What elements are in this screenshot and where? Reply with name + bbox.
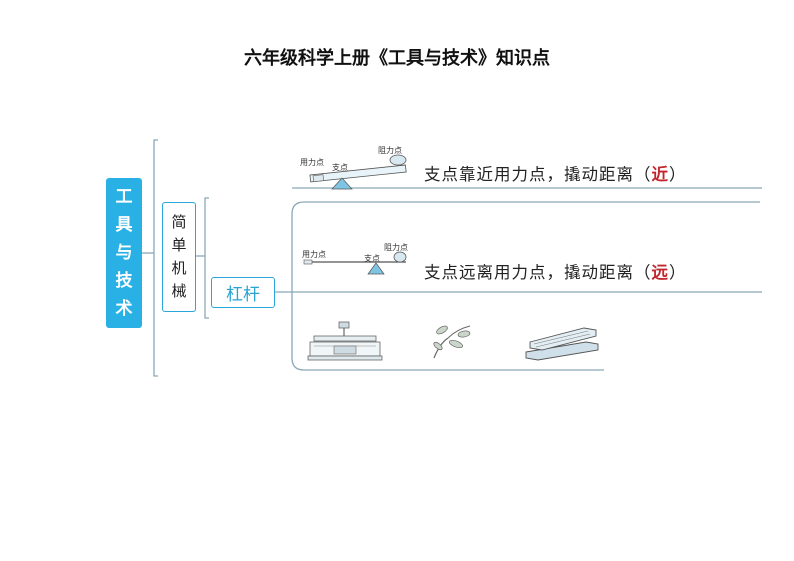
effort-point-label: 用力点 xyxy=(300,157,324,167)
root-char: 术 xyxy=(115,299,133,319)
fulcrum-label: 支点 xyxy=(364,253,380,263)
lever-rule-far: 支点远离用力点，撬动距离（远） xyxy=(424,259,687,283)
lever-rule-near: 支点靠近用力点，撬动距离（近） xyxy=(424,161,687,185)
lever-diagram-fulcrum-far-effort: 用力点 支点 阻力点 xyxy=(302,242,408,275)
rule-text-before: 支点远离用力点，撬动距离（ xyxy=(424,263,652,282)
fulcrum-label: 支点 xyxy=(332,162,348,172)
lever-diagram-fulcrum-near-effort: 用力点 支点 阻力点 xyxy=(300,145,407,190)
root-char: 技 xyxy=(115,271,133,291)
load-point-label: 阻力点 xyxy=(384,242,408,252)
stapler-icon xyxy=(525,327,599,361)
rule-text-before: 支点靠近用力点，撬动距离（ xyxy=(424,165,652,184)
effort-point-label: 用力点 xyxy=(302,249,326,259)
plant-with-tool-icon xyxy=(433,325,471,359)
branch-node-simple-machines: 简 单 机 械 xyxy=(162,202,196,312)
root-char: 具 xyxy=(115,215,133,235)
page-title: 六年级科学上册《工具与技术》知识点 xyxy=(244,48,550,69)
root-char: 工 xyxy=(115,187,133,207)
rule-text-after: ） xyxy=(669,165,687,184)
load-point-label: 阻力点 xyxy=(378,145,402,155)
leaf-node-lever: 杠杆 xyxy=(211,277,275,308)
branch-char: 单 xyxy=(171,236,187,254)
branch-char: 机 xyxy=(171,259,187,277)
answer-near: 近 xyxy=(651,165,669,184)
balance-scale-icon xyxy=(307,321,383,361)
answer-far: 远 xyxy=(651,263,669,282)
rule-text-after: ） xyxy=(669,263,687,282)
root-char: 与 xyxy=(115,243,133,263)
branch-char: 械 xyxy=(171,282,187,300)
root-node-tools-and-technology: 工 具 与 技 术 xyxy=(106,178,142,328)
branch-char: 简 xyxy=(171,213,187,231)
